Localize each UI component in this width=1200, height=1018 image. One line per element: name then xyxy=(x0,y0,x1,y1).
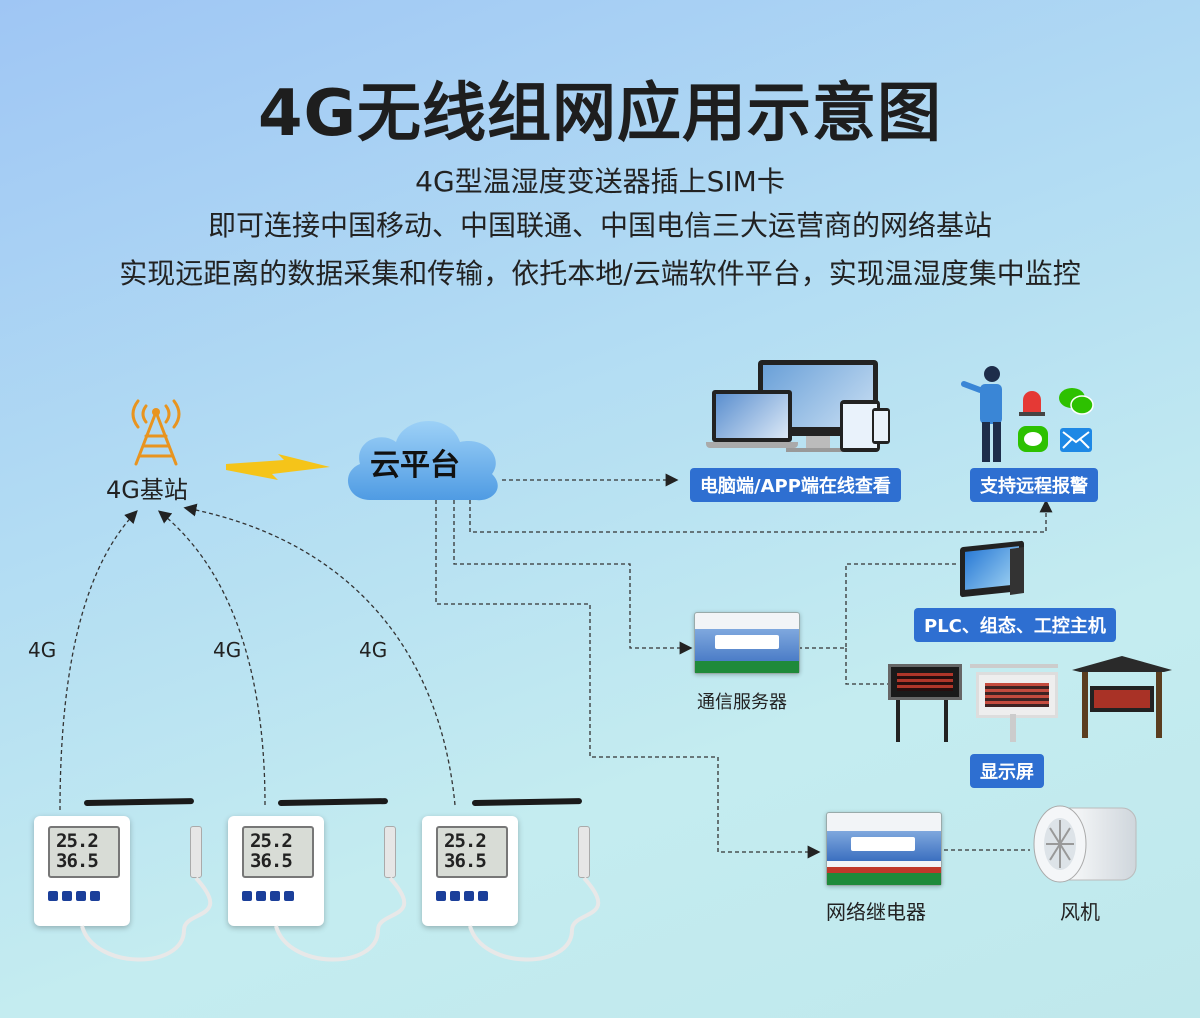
tag-pc-app: 电脑端/APP端在线查看 xyxy=(690,468,901,502)
link-cloud-alarm xyxy=(469,499,1053,533)
link-cloud-comm xyxy=(453,500,693,655)
pc-app-devices xyxy=(706,360,890,470)
cloud-label: 云平台 xyxy=(370,448,460,483)
tag-remote-alarm: 支持远程报警 xyxy=(970,468,1098,502)
link-label-4g-3: 4G xyxy=(359,638,388,662)
link-sensor1-base xyxy=(59,510,138,811)
sensor-2-reading-2: 36.5 xyxy=(250,850,293,872)
wechat-icon xyxy=(1058,386,1094,416)
cell-tower-icon xyxy=(131,399,181,466)
laptop xyxy=(712,390,792,442)
tag-plc: PLC、组态、工控主机 xyxy=(914,608,1116,642)
link-sensor2-base xyxy=(157,510,266,806)
sensor-1-reading-1: 25.2 xyxy=(56,830,99,852)
mail-icon xyxy=(1060,428,1092,452)
sensor-3-reading-2: 36.5 xyxy=(444,850,487,872)
display-screen-1 xyxy=(888,664,962,742)
sensor-2-reading-1: 25.2 xyxy=(250,830,293,852)
subtitle-line-2: 即可连接中国移动、中国联通、中国电信三大运营商的网络基站 xyxy=(207,209,992,242)
subtitle-line-1: 4G型温湿度变送器插上SIM卡 xyxy=(415,165,785,198)
display-screen-3 xyxy=(1072,656,1172,740)
page-title: 4G无线组网应用示意图 xyxy=(257,77,943,151)
sensor-3-reading-1: 25.2 xyxy=(444,830,487,852)
tag-display: 显示屏 xyxy=(970,754,1044,788)
phone xyxy=(872,408,890,444)
link-comm-plc xyxy=(798,563,958,649)
link-comm-display xyxy=(845,648,888,685)
fan-icon xyxy=(1033,805,1137,883)
alarm-light-icon xyxy=(1018,386,1046,416)
message-icon xyxy=(1018,426,1048,452)
link-label-4g-1: 4G xyxy=(28,638,57,662)
link-cloud-relay xyxy=(435,500,821,859)
comm-server-device xyxy=(694,612,800,674)
cloud-icon xyxy=(347,420,498,501)
comm-server-label: 通信服务器 xyxy=(697,692,787,713)
display-screen-2 xyxy=(970,664,1062,742)
sensor-1-reading-2: 36.5 xyxy=(56,850,99,872)
base-station-label: 4G基站 xyxy=(106,476,188,504)
fan-label: 风机 xyxy=(1060,900,1100,924)
relay-device xyxy=(826,812,942,886)
lightning-icon xyxy=(226,454,330,480)
person-icon xyxy=(961,366,1002,462)
relay-label: 网络继电器 xyxy=(826,900,926,924)
link-label-4g-2: 4G xyxy=(213,638,242,662)
subtitle-line-3: 实现远距离的数据采集和传输，依托本地/云端软件平台，实现温湿度集中监控 xyxy=(119,257,1081,290)
link-sensor3-base xyxy=(183,503,456,806)
